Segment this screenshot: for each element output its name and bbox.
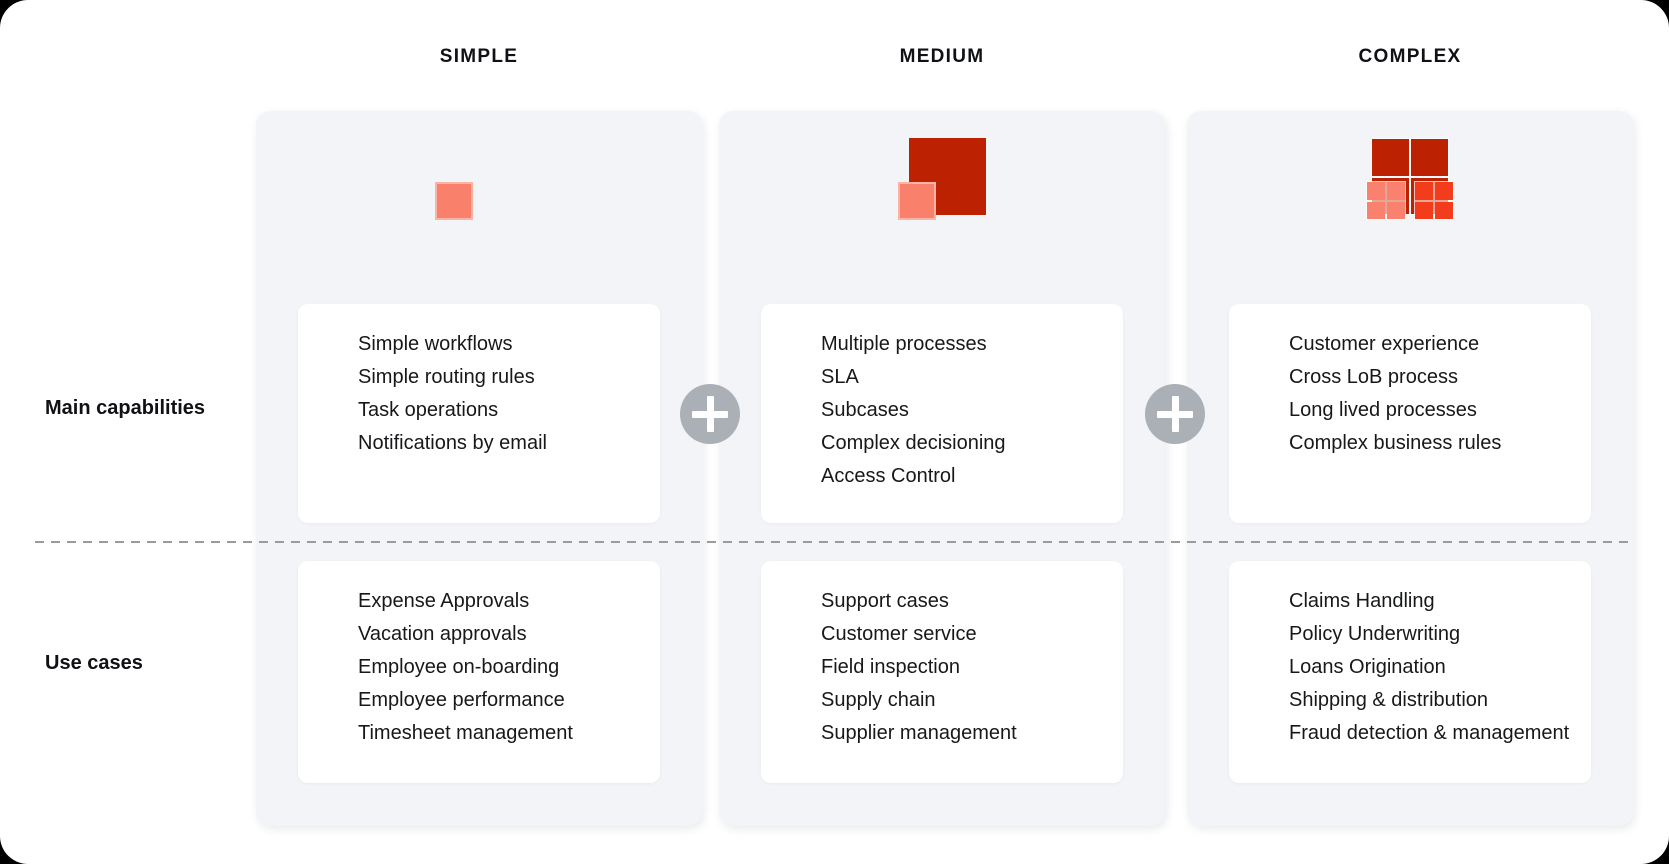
card-simple: Workflow Builder Simple workflows Simple… bbox=[256, 111, 702, 826]
use-case-item: Employee on-boarding bbox=[358, 656, 560, 678]
column-header-simple: SIMPLE bbox=[439, 46, 519, 67]
use-cases-box-complex: Claims Handling Policy Underwriting Loan… bbox=[1229, 561, 1591, 783]
use-case-item: Support cases bbox=[821, 590, 949, 612]
card-complex: CMf Customer experience Cross LoB proces… bbox=[1187, 111, 1633, 826]
capability-item: Multiple processes bbox=[821, 333, 987, 355]
plus-icon bbox=[680, 384, 740, 444]
use-case-item: Employee performance bbox=[358, 689, 565, 711]
capability-item: SLA bbox=[821, 366, 859, 388]
orange-red-grid-icon bbox=[1414, 181, 1454, 220]
row-label-main-capabilities: Main capabilities bbox=[45, 397, 206, 419]
use-case-item: Customer service bbox=[821, 623, 977, 645]
use-case-item: Expense Approvals bbox=[358, 590, 530, 612]
use-case-item: Claims Handling bbox=[1289, 590, 1435, 612]
salmon-grid-icon bbox=[1366, 181, 1406, 220]
capabilities-box-simple: Simple workflows Simple routing rules Ta… bbox=[298, 304, 660, 523]
capability-item: Simple workflows bbox=[358, 333, 513, 355]
capabilities-box-complex: Customer experience Cross LoB process Lo… bbox=[1229, 304, 1591, 523]
use-case-item: Supplier management bbox=[821, 722, 1017, 744]
use-case-item: Timesheet management bbox=[358, 722, 573, 744]
use-cases-box-simple: Expense Approvals Vacation approvals Emp… bbox=[298, 561, 660, 783]
use-case-item: Fraud detection & management bbox=[1289, 722, 1570, 744]
plus-icon bbox=[1145, 384, 1205, 444]
column-header-medium: MEDIUM bbox=[899, 46, 985, 67]
row-label-use-cases: Use cases bbox=[45, 652, 143, 674]
capabilities-list: Simple workflows Simple routing rules Ta… bbox=[298, 304, 660, 460]
use-case-item: Vacation approvals bbox=[358, 623, 527, 645]
salmon-square-icon bbox=[898, 182, 936, 220]
use-case-item: Supply chain bbox=[821, 689, 936, 711]
capabilities-list: Multiple processes SLA Subcases Complex … bbox=[761, 304, 1123, 493]
use-cases-list: Support cases Customer service Field ins… bbox=[761, 561, 1123, 750]
card-medium: CMf Multiple processes SLA Subcases Comp… bbox=[719, 111, 1165, 826]
capability-item: Subcases bbox=[821, 399, 909, 421]
capability-item: Task operations bbox=[358, 399, 499, 421]
use-case-item: Field inspection bbox=[821, 656, 960, 678]
use-cases-list: Expense Approvals Vacation approvals Emp… bbox=[298, 561, 660, 750]
use-case-item: Shipping & distribution bbox=[1289, 689, 1489, 711]
plus-bar-vertical bbox=[1172, 396, 1179, 432]
cmf-medium-icon bbox=[898, 138, 986, 220]
use-cases-box-medium: Support cases Customer service Field ins… bbox=[761, 561, 1123, 783]
capability-item: Complex business rules bbox=[1289, 432, 1502, 454]
cmf-complex-icon bbox=[1366, 138, 1454, 220]
capabilities-list: Customer experience Cross LoB process Lo… bbox=[1229, 304, 1591, 460]
capabilities-box-medium: Multiple processes SLA Subcases Complex … bbox=[761, 304, 1123, 523]
use-case-item: Loans Origination bbox=[1289, 656, 1446, 678]
use-cases-list: Claims Handling Policy Underwriting Loan… bbox=[1229, 561, 1591, 750]
workflow-builder-icon bbox=[435, 138, 523, 220]
use-case-item: Policy Underwriting bbox=[1289, 623, 1461, 645]
capability-item: Cross LoB process bbox=[1289, 366, 1458, 388]
capability-item: Access Control bbox=[821, 465, 956, 487]
salmon-square-icon bbox=[435, 182, 473, 220]
column-header-complex: COMPLEX bbox=[1358, 46, 1462, 67]
capability-item: Complex decisioning bbox=[821, 432, 1006, 454]
capability-item: Notifications by email bbox=[358, 432, 547, 454]
capability-item: Long lived processes bbox=[1289, 399, 1477, 421]
capability-item: Customer experience bbox=[1289, 333, 1480, 355]
plus-bar-vertical bbox=[707, 396, 714, 432]
dashed-divider bbox=[35, 541, 1633, 543]
capability-item: Simple routing rules bbox=[358, 366, 535, 388]
